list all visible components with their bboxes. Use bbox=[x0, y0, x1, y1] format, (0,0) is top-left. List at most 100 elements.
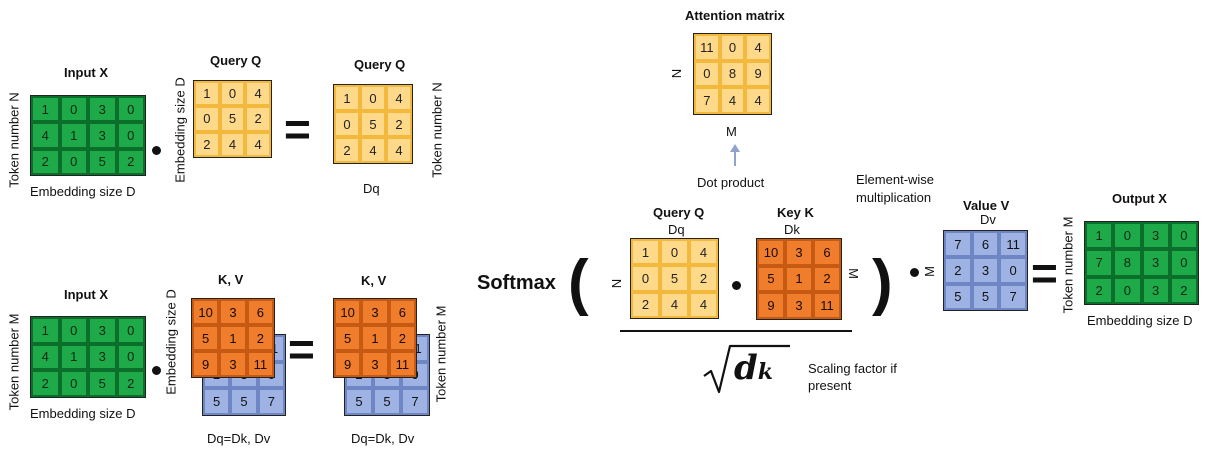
matrix-cell: 1 bbox=[31, 317, 60, 344]
matrix-cell: 0 bbox=[59, 96, 88, 123]
matrix-cell: 4 bbox=[245, 81, 271, 107]
matrix-cell: 11 bbox=[388, 351, 416, 377]
matrix-cell: 0 bbox=[194, 106, 220, 132]
matrix-cell: 3 bbox=[361, 299, 389, 325]
matrix-cell: 0 bbox=[59, 317, 88, 344]
matrix-cell: 1 bbox=[31, 96, 60, 123]
dk-symbol: dk bbox=[734, 349, 773, 391]
matrix-cell: 2 bbox=[194, 131, 220, 157]
matrix-cell: 6 bbox=[388, 299, 416, 325]
open-paren: ( bbox=[568, 248, 589, 317]
matrix-cell: 2 bbox=[334, 137, 360, 163]
matrix-cell: 0 bbox=[1169, 222, 1198, 250]
matrix-cell: 4 bbox=[719, 87, 746, 114]
matrix-cell: 10 bbox=[192, 299, 220, 325]
matrix-cell: 3 bbox=[1141, 276, 1170, 304]
matrix-cell: 0 bbox=[360, 85, 386, 111]
formula-key-m-label: M bbox=[845, 268, 861, 279]
matrix-cell: 7 bbox=[1085, 249, 1114, 277]
matrix-cell: 3 bbox=[785, 292, 813, 319]
matrix-cell: 2 bbox=[116, 370, 145, 397]
matrix-cell: 9 bbox=[757, 292, 785, 319]
matrix-cell: 3 bbox=[88, 343, 117, 371]
matrix-cell: 3 bbox=[1141, 222, 1170, 250]
matrix-cell: 0 bbox=[1113, 222, 1142, 250]
arrow-shaft bbox=[734, 151, 736, 166]
token-number-m-result-label: Token number M bbox=[433, 305, 449, 403]
dq-dk-dv-weights-label: Dq=Dk, Dv bbox=[207, 431, 271, 446]
token-number-m-label: Token number M bbox=[6, 313, 22, 411]
matrix-cell: 0 bbox=[116, 96, 145, 123]
embedding-size-d-vlabel: Embedding size D bbox=[172, 77, 188, 183]
matrix-cell: 7 bbox=[401, 388, 429, 415]
matrix-cell: 9 bbox=[334, 351, 362, 377]
matrix-cell: 4 bbox=[745, 87, 771, 114]
input-x-title: Input X bbox=[64, 65, 109, 80]
matrix-cell: 5 bbox=[757, 265, 785, 293]
matrix-cell: 6 bbox=[813, 239, 841, 266]
embedding-size-d-label: Embedding size D bbox=[30, 184, 136, 199]
matrix-cell: 6 bbox=[971, 231, 1000, 258]
matrix-cell: 0 bbox=[116, 343, 145, 371]
matrix-cell: 4 bbox=[31, 122, 60, 149]
up-arrow-icon bbox=[730, 144, 740, 152]
matrix-cell: 0 bbox=[116, 317, 145, 344]
embedding-size-d-kv-vlabel: Embedding size D bbox=[163, 289, 179, 395]
matrix-cell: 11 bbox=[694, 34, 720, 61]
query-q-weights-title: Query Q bbox=[210, 53, 262, 68]
matrix-cell: 2 bbox=[813, 265, 841, 293]
matrix-cell: 0 bbox=[660, 239, 689, 266]
matrix-cell: 4 bbox=[31, 343, 60, 371]
matrix-cell: 2 bbox=[246, 325, 274, 351]
matrix-cell: 11 bbox=[813, 292, 841, 319]
output-embedding-size-d-label: Embedding size D bbox=[1087, 313, 1193, 328]
matrix-cell: 6 bbox=[246, 299, 274, 325]
matrix-cell: 4 bbox=[360, 137, 386, 163]
matrix-cell: 3 bbox=[88, 317, 117, 344]
matrix-cell: 1 bbox=[785, 265, 813, 293]
matrix-cell: 5 bbox=[219, 106, 246, 132]
formula-value-dv-label: Dv bbox=[980, 212, 996, 227]
softmax-label: Softmax bbox=[477, 272, 556, 294]
input-x-kv-title: Input X bbox=[64, 287, 109, 302]
scaling-note-line1: Scaling factor if bbox=[808, 361, 897, 376]
elementwise-line1: Element-wise bbox=[856, 172, 935, 187]
matrix-cell: 1 bbox=[59, 122, 88, 149]
formula-key-title: Key K bbox=[777, 205, 814, 220]
output-token-number-m-label: Token number M bbox=[1060, 216, 1076, 314]
matrix-cell: 2 bbox=[388, 325, 416, 351]
matrix-cell: 5 bbox=[345, 388, 373, 415]
matrix-cell: 3 bbox=[1141, 249, 1170, 277]
attention-m-label: M bbox=[726, 124, 737, 139]
matrix-cell: 2 bbox=[31, 148, 60, 175]
dq-dk-dv-result-label: Dq=Dk, Dv bbox=[351, 431, 415, 446]
output-x-title: Output X bbox=[1112, 191, 1167, 206]
dot-product-kv-operator bbox=[152, 366, 161, 375]
matrix-cell: 1 bbox=[334, 85, 360, 111]
matrix-cell: 4 bbox=[689, 239, 718, 266]
matrix-cell: 4 bbox=[386, 137, 412, 163]
equals-sign-kv: = bbox=[288, 323, 315, 375]
matrix-cell: 1 bbox=[219, 325, 247, 351]
matrix-cell: 5 bbox=[192, 325, 220, 351]
attention-n-label: N bbox=[669, 68, 685, 79]
matrix-cell: 0 bbox=[334, 111, 360, 137]
matrix-cell: 4 bbox=[745, 34, 771, 61]
matrix-cell: 3 bbox=[971, 257, 1000, 284]
matrix-cell: 2 bbox=[1085, 276, 1114, 304]
matrix-cell: 2 bbox=[1169, 276, 1198, 304]
matrix-cell: 5 bbox=[203, 388, 231, 415]
matrix-cell: 3 bbox=[88, 96, 117, 123]
matrix-cell: 2 bbox=[31, 370, 60, 397]
matrix-cell: 0 bbox=[59, 148, 88, 175]
formula-key-dk-label: Dk bbox=[784, 222, 800, 237]
attention-matrix-title: Attention matrix bbox=[685, 8, 785, 23]
formula-value-m-label: M bbox=[921, 266, 937, 277]
token-number-n-label: Token number N bbox=[6, 92, 22, 188]
